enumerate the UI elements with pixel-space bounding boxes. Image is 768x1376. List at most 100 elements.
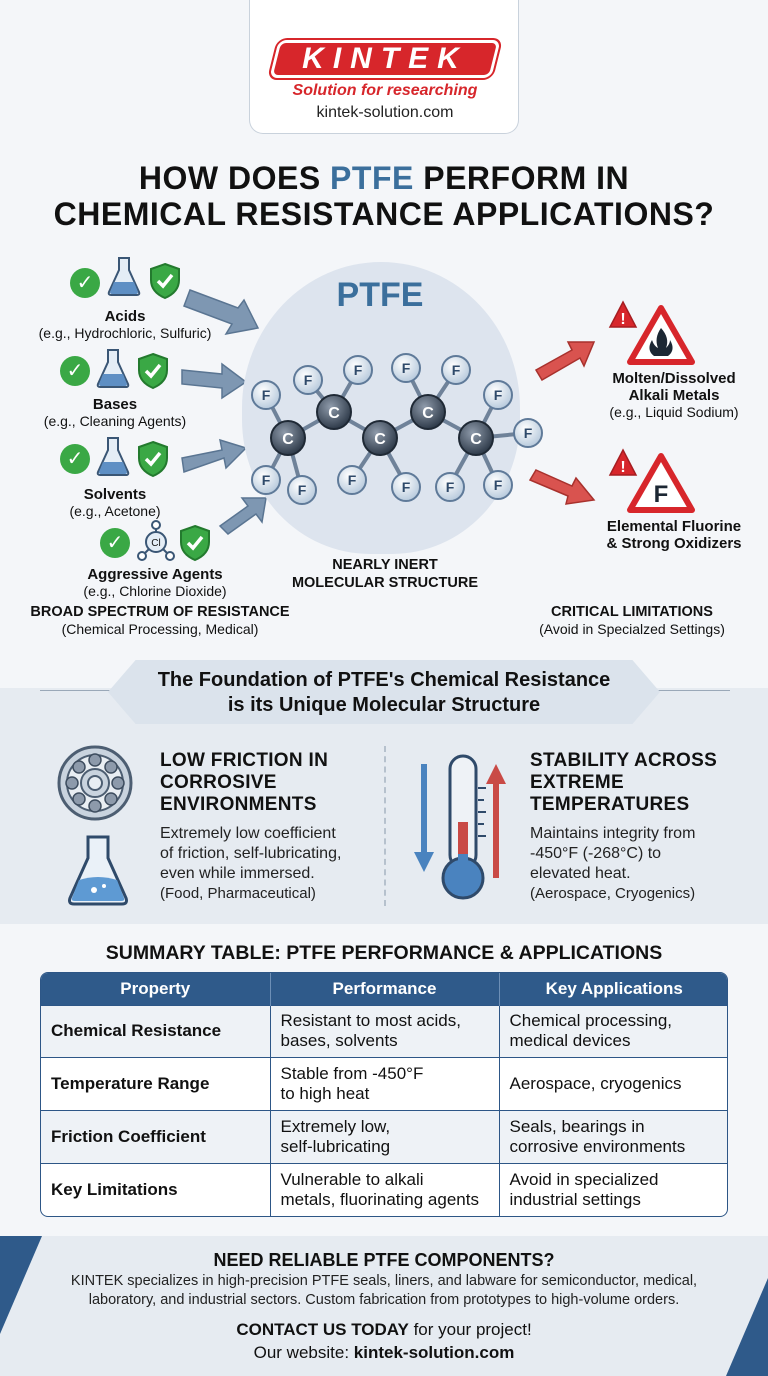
svg-text:F: F: [446, 479, 455, 495]
fluorine-atom: F: [343, 355, 373, 385]
logo-card: KINTEK Solution for researching kintek-s…: [249, 0, 519, 134]
check-icon: ✓: [60, 444, 90, 474]
fluorine-atom: F: [251, 465, 281, 495]
section-divider: [384, 746, 386, 906]
fluorine-atom: F: [483, 380, 513, 410]
footer-description: KINTEK specializes in high-precision PTF…: [70, 1273, 698, 1308]
table-cell: Key Limitations: [41, 1163, 270, 1216]
svg-text:C: C: [422, 405, 434, 422]
svg-text:F: F: [298, 482, 307, 498]
table-cell: Chemical processing,medical devices: [498, 1004, 727, 1058]
fluorine-atom: F: [391, 472, 421, 502]
brand-name: KINTEK: [302, 42, 468, 75]
table-cell: Temperature Range: [41, 1057, 270, 1111]
friction-description: Extremely low coefficient of friction, s…: [160, 825, 342, 902]
carbon-atom: C: [270, 420, 306, 456]
svg-text:F: F: [452, 362, 461, 378]
flask-icon: [96, 349, 130, 388]
table-header-row: Property Performance Key Applications: [41, 973, 727, 1005]
page-title: HOW DOES PTFE PERFORM IN CHEMICAL RESIST…: [53, 160, 715, 232]
fluorine-hazard-icon: F: [627, 453, 695, 513]
svg-text:F: F: [494, 477, 503, 493]
table-row: Friction Coefficient Extremely low,self-…: [41, 1110, 727, 1164]
arrow-icon: [181, 289, 267, 535]
fluorine-atom: F: [441, 355, 471, 385]
svg-text:F: F: [304, 372, 313, 388]
limitations-caption-sub: (Avoid in Specialzed Settings): [539, 621, 725, 637]
resistance-item: Bases(e.g., Cleaning Agents): [43, 396, 187, 429]
fluorine-atom: F: [293, 365, 323, 395]
foundation-banner: [108, 660, 660, 724]
svg-text:C: C: [328, 405, 340, 422]
flammable-hazard-icon: [627, 305, 695, 365]
svg-text:F: F: [654, 481, 669, 508]
footer: [0, 1236, 768, 1376]
column-header: Property: [41, 973, 270, 1005]
fluorine-atom: F: [513, 418, 543, 448]
check-icon: ✓: [100, 528, 130, 558]
svg-text:F: F: [524, 425, 533, 441]
fluorine-atom: F: [435, 472, 465, 502]
resistance-caption-sub: (Chemical Processing, Medical): [61, 621, 259, 637]
carbon-atom: C: [316, 394, 352, 430]
table-cell: Extremely low,self-lubricating: [269, 1110, 499, 1164]
contact-cta[interactable]: CONTACT US TODAY for your project!: [236, 1320, 532, 1339]
svg-text:C: C: [470, 431, 482, 448]
thermometer-icon: [414, 754, 506, 900]
svg-text:F: F: [354, 362, 363, 378]
shield-icon: [150, 262, 180, 300]
molecule-title: PTFE: [336, 276, 424, 314]
svg-text:F: F: [494, 387, 503, 403]
temperature-heading: STABILITY ACROSS EXTREME TEMPERATURES: [530, 750, 718, 815]
limitations-caption: CRITICAL LIMITATIONS: [551, 604, 713, 620]
carbon-atom: C: [458, 420, 494, 456]
arrow-icon: [528, 341, 596, 505]
resistance-caption: BROAD SPECTRUM OF RESISTANCE: [30, 604, 290, 620]
shield-icon: [180, 524, 210, 562]
fluorine-atom: F: [251, 380, 281, 410]
ptfe-molecule: F F F F F F F F F F F F F C C C C C: [251, 353, 543, 505]
carbon-atom: C: [362, 420, 398, 456]
svg-text:F: F: [262, 472, 271, 488]
warning-icon: !: [608, 448, 638, 476]
svg-text:C: C: [374, 431, 386, 448]
summary-title: SUMMARY TABLE: PTFE PERFORMANCE & APPLIC…: [105, 942, 663, 964]
carbon-atom: C: [410, 394, 446, 430]
svg-text:F: F: [348, 472, 357, 488]
fluorine-atom: F: [483, 470, 513, 500]
flask-icon: [107, 257, 141, 296]
brand-url[interactable]: kintek-solution.com: [316, 104, 454, 121]
diagram-graphics: [181, 289, 596, 535]
flask-icon: [96, 437, 130, 476]
fluorine-atom: F: [391, 353, 421, 383]
table-cell: Aerospace, cryogenics: [498, 1057, 727, 1111]
bearing-icon: [57, 745, 133, 821]
temperature-description: Maintains integrity from -450°F (-268°C)…: [530, 825, 696, 902]
brand-tagline: Solution for researching: [292, 82, 478, 99]
svg-text:!: !: [620, 459, 625, 476]
table-cell: Resistant to most acids,bases, solvents: [269, 1004, 499, 1058]
molecule-background: [242, 262, 520, 554]
flask-icon: [68, 835, 128, 906]
svg-text:F: F: [262, 387, 271, 403]
website-link[interactable]: Our website: kintek-solution.com: [253, 1343, 515, 1362]
svg-text:!: !: [620, 311, 625, 328]
warning-icon: !: [608, 300, 638, 328]
summary-table: Property Performance Key Applications Ch…: [40, 972, 728, 1217]
molecule-icon: Cl: [137, 520, 175, 561]
foundation-title: The Foundation of PTFE's Chemical Resist…: [157, 669, 611, 716]
svg-text:C: C: [282, 431, 294, 448]
check-icon: ✓: [60, 356, 90, 386]
check-icon: ✓: [70, 268, 100, 298]
shield-icon: [138, 352, 168, 390]
svg-text:F: F: [402, 360, 411, 376]
table-row: Chemical Resistance Resistant to most ac…: [41, 1004, 727, 1058]
column-header: Performance: [269, 973, 499, 1005]
